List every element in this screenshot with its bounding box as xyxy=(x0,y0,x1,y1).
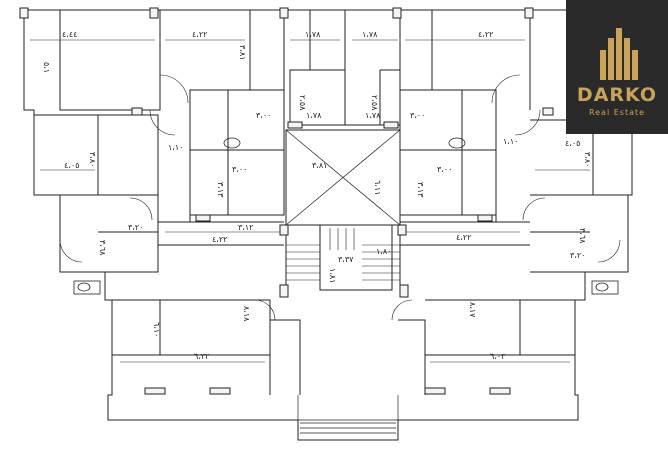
dim-label: ٣،٨١ xyxy=(312,161,327,170)
stair-treads xyxy=(286,228,400,281)
core-cross xyxy=(285,129,401,226)
dim-label: ٣،١٣ xyxy=(416,182,425,198)
dim-label: ٤،٢٢ xyxy=(478,30,493,39)
dim-label: ٤،٠٥ xyxy=(565,139,580,148)
dim-label: ١،٨٠ xyxy=(376,247,391,256)
brand-logo-panel: DARKO Real Estate xyxy=(566,0,668,134)
dim-label: ٣،١٣ xyxy=(216,182,225,198)
toilet-left xyxy=(77,282,91,292)
dim-label: ١،٧٨ xyxy=(362,30,378,39)
dim-label: ٣،٠٠ xyxy=(410,111,425,120)
dim-label: ٨،١٧ xyxy=(468,302,477,318)
sink-right xyxy=(448,137,466,149)
dim-label: ٣،٠٠ xyxy=(232,165,247,174)
dim-label: ٣،٨٠ xyxy=(88,152,97,167)
dim-label: ١،٧٨ xyxy=(305,30,321,39)
dim-label: ٤،٢٢ xyxy=(212,235,227,244)
right-bedroom-walls xyxy=(530,194,629,273)
dimension-lines xyxy=(30,39,590,363)
left-hall-walls xyxy=(112,299,301,395)
dim-label: ٦،٣٢ xyxy=(194,352,209,361)
dim-label: ٦،١٠ xyxy=(152,322,161,337)
brand-tagline: Real Estate xyxy=(588,108,646,117)
left-bedroom-walls xyxy=(60,194,159,273)
top-right-room-walls xyxy=(399,10,531,110)
dim-label: ٦،٠٣ xyxy=(490,352,506,361)
dim-label: ٨،١٨ xyxy=(242,306,251,322)
dim-label: ٣،٨٠ xyxy=(583,152,592,167)
dim-label: ٦،١١ xyxy=(373,180,382,195)
dim-label: ١،٧٨ xyxy=(365,111,381,120)
dim-label: ٣،٨١ xyxy=(238,45,247,60)
dim-label: ٣،٦٨ xyxy=(98,240,107,256)
lift-walls xyxy=(289,10,401,126)
dim-label: ١،١٠ xyxy=(168,143,183,152)
dim-label: ١،٧٨ xyxy=(306,111,322,120)
dim-label: ٤،٠٥ xyxy=(64,161,79,170)
brand-name: DARKO xyxy=(576,84,658,106)
entrance-steps xyxy=(297,395,399,434)
dim-label: ٥،١ xyxy=(42,62,51,73)
left-bath-walls xyxy=(189,89,285,216)
stair-walls xyxy=(285,225,401,291)
dim-label: ٤،٤٤ xyxy=(62,30,77,39)
dim-label: ٣،٢٠ xyxy=(570,251,585,260)
top-left-room-walls xyxy=(59,10,285,111)
building-logo-icon xyxy=(600,28,638,80)
toilet-right xyxy=(595,282,609,292)
sink-left xyxy=(223,137,241,149)
right-bath-walls xyxy=(399,89,497,216)
dim-label: ٣،٦٨ xyxy=(578,228,587,244)
door-swings xyxy=(59,74,621,321)
dim-label: ٣،٢٠ xyxy=(128,223,143,232)
dim-label: ٣،٣٧ xyxy=(338,255,354,264)
dim-label: ٢،٥٨ xyxy=(370,95,379,111)
right-corridor xyxy=(400,195,530,246)
dim-label: ٣،١٢ xyxy=(238,223,253,232)
dim-label: ١،٨١ xyxy=(328,268,337,283)
dim-label: ٤،٢٢ xyxy=(192,30,207,39)
right-hall-walls xyxy=(398,299,576,395)
dim-label: ٣،٠٠ xyxy=(256,111,271,120)
dim-label: ١،١٠ xyxy=(503,137,518,146)
dim-label: ٢،٥٨ xyxy=(298,95,307,111)
dim-label: ٣،٠٠ xyxy=(437,165,452,174)
left-corridor xyxy=(158,195,284,246)
dim-label: ٤،٢٢ xyxy=(456,233,471,242)
